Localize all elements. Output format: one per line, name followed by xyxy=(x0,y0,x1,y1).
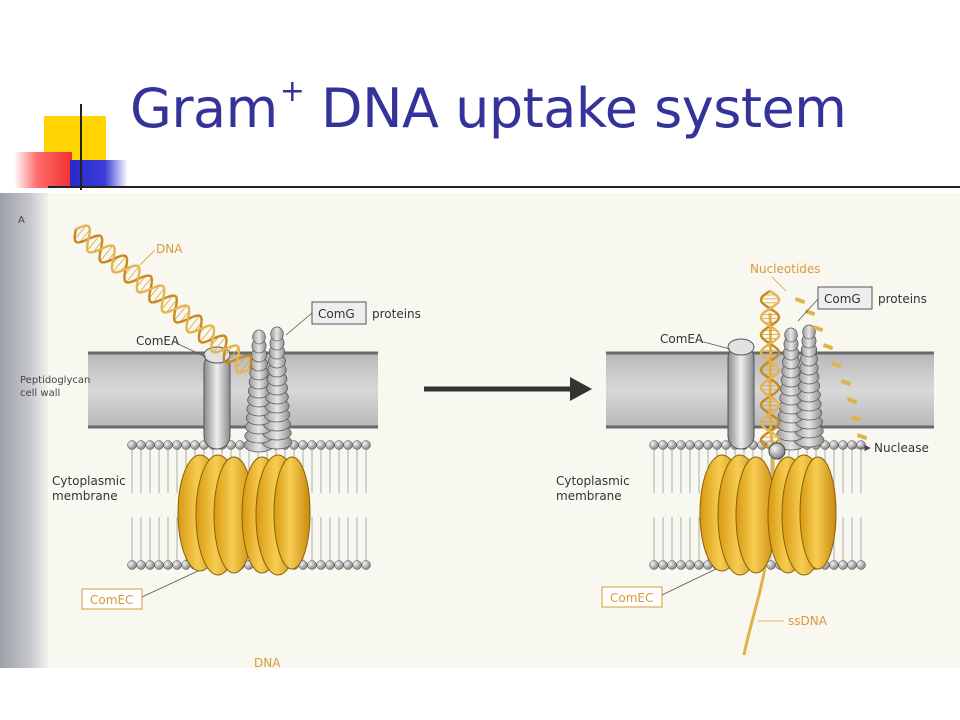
right-label-comea: ComEA xyxy=(660,332,704,346)
right-label-comg-proteins: proteins xyxy=(878,292,927,306)
dna-uptake-figure: A DNA ComG proteins xyxy=(0,193,960,668)
left-label-membrane: membrane xyxy=(52,489,118,503)
left-label-comg: ComG xyxy=(318,307,355,321)
left-leader-comec xyxy=(141,570,199,598)
deco-vertical-line xyxy=(80,104,82,190)
right-leader-comec xyxy=(661,568,717,596)
right-comec-channel xyxy=(699,454,837,576)
title-superscript: + xyxy=(279,74,305,109)
right-leader-comea xyxy=(699,340,731,350)
right-comec-box xyxy=(601,586,663,608)
right-comea-protein xyxy=(727,338,755,450)
title-rest: DNA uptake system xyxy=(304,77,847,140)
right-comg-box xyxy=(817,286,873,310)
title-main: Gram xyxy=(130,77,278,140)
left-comea-protein xyxy=(203,346,231,450)
left-comec-box xyxy=(81,588,143,610)
left-comg-pilus xyxy=(243,326,293,453)
deco-blue-block xyxy=(70,160,128,188)
left-label-comg-proteins: proteins xyxy=(372,307,421,321)
right-comg-pilus xyxy=(775,324,825,451)
deco-red-block xyxy=(14,152,72,188)
right-label-membrane: membrane xyxy=(556,489,622,503)
right-nuclease xyxy=(768,442,786,460)
right-panel: Nucleotides ComG proteins ComEA Nuclease… xyxy=(556,262,934,656)
right-label-cytoplasmic: Cytoplasmic xyxy=(556,474,630,488)
left-leader-comg xyxy=(285,312,313,336)
left-dna-helix xyxy=(73,224,253,374)
left-label-dna: DNA xyxy=(156,242,183,256)
right-label-ssdna: ssDNA xyxy=(788,614,828,628)
left-label-peptidoglycan: Peptidoglycan xyxy=(20,375,90,386)
left-comec-channel xyxy=(177,454,311,576)
right-label-nucleotides: Nucleotides xyxy=(750,262,821,276)
left-label-comea: ComEA xyxy=(136,334,180,348)
left-label-comec: ComEC xyxy=(90,593,133,607)
left-label-cell-wall: cell wall xyxy=(20,388,60,399)
transition-arrow xyxy=(424,377,592,401)
left-label-dna-bottom: DNA xyxy=(254,656,281,668)
left-leader-comea xyxy=(175,342,207,358)
panel-letter: A xyxy=(18,215,25,226)
right-label-nuclease: Nuclease xyxy=(874,441,929,455)
right-label-comec: ComEC xyxy=(610,591,653,605)
left-label-cytoplasmic: Cytoplasmic xyxy=(52,474,126,488)
right-nucleotides xyxy=(794,297,868,440)
left-panel: DNA ComG proteins ComEA Peptidoglycan ce… xyxy=(20,224,421,668)
right-label-comg: ComG xyxy=(824,292,861,306)
book-gutter-shadow xyxy=(0,193,48,668)
right-leader-comg xyxy=(797,298,819,322)
right-leader-nucleotides xyxy=(771,276,787,292)
left-leader-dna xyxy=(139,249,156,266)
slide-title: Gram+ DNA uptake system xyxy=(130,74,847,140)
left-cell-wall xyxy=(88,353,378,427)
right-dna-helix xyxy=(759,289,781,451)
title-underline xyxy=(48,186,960,188)
